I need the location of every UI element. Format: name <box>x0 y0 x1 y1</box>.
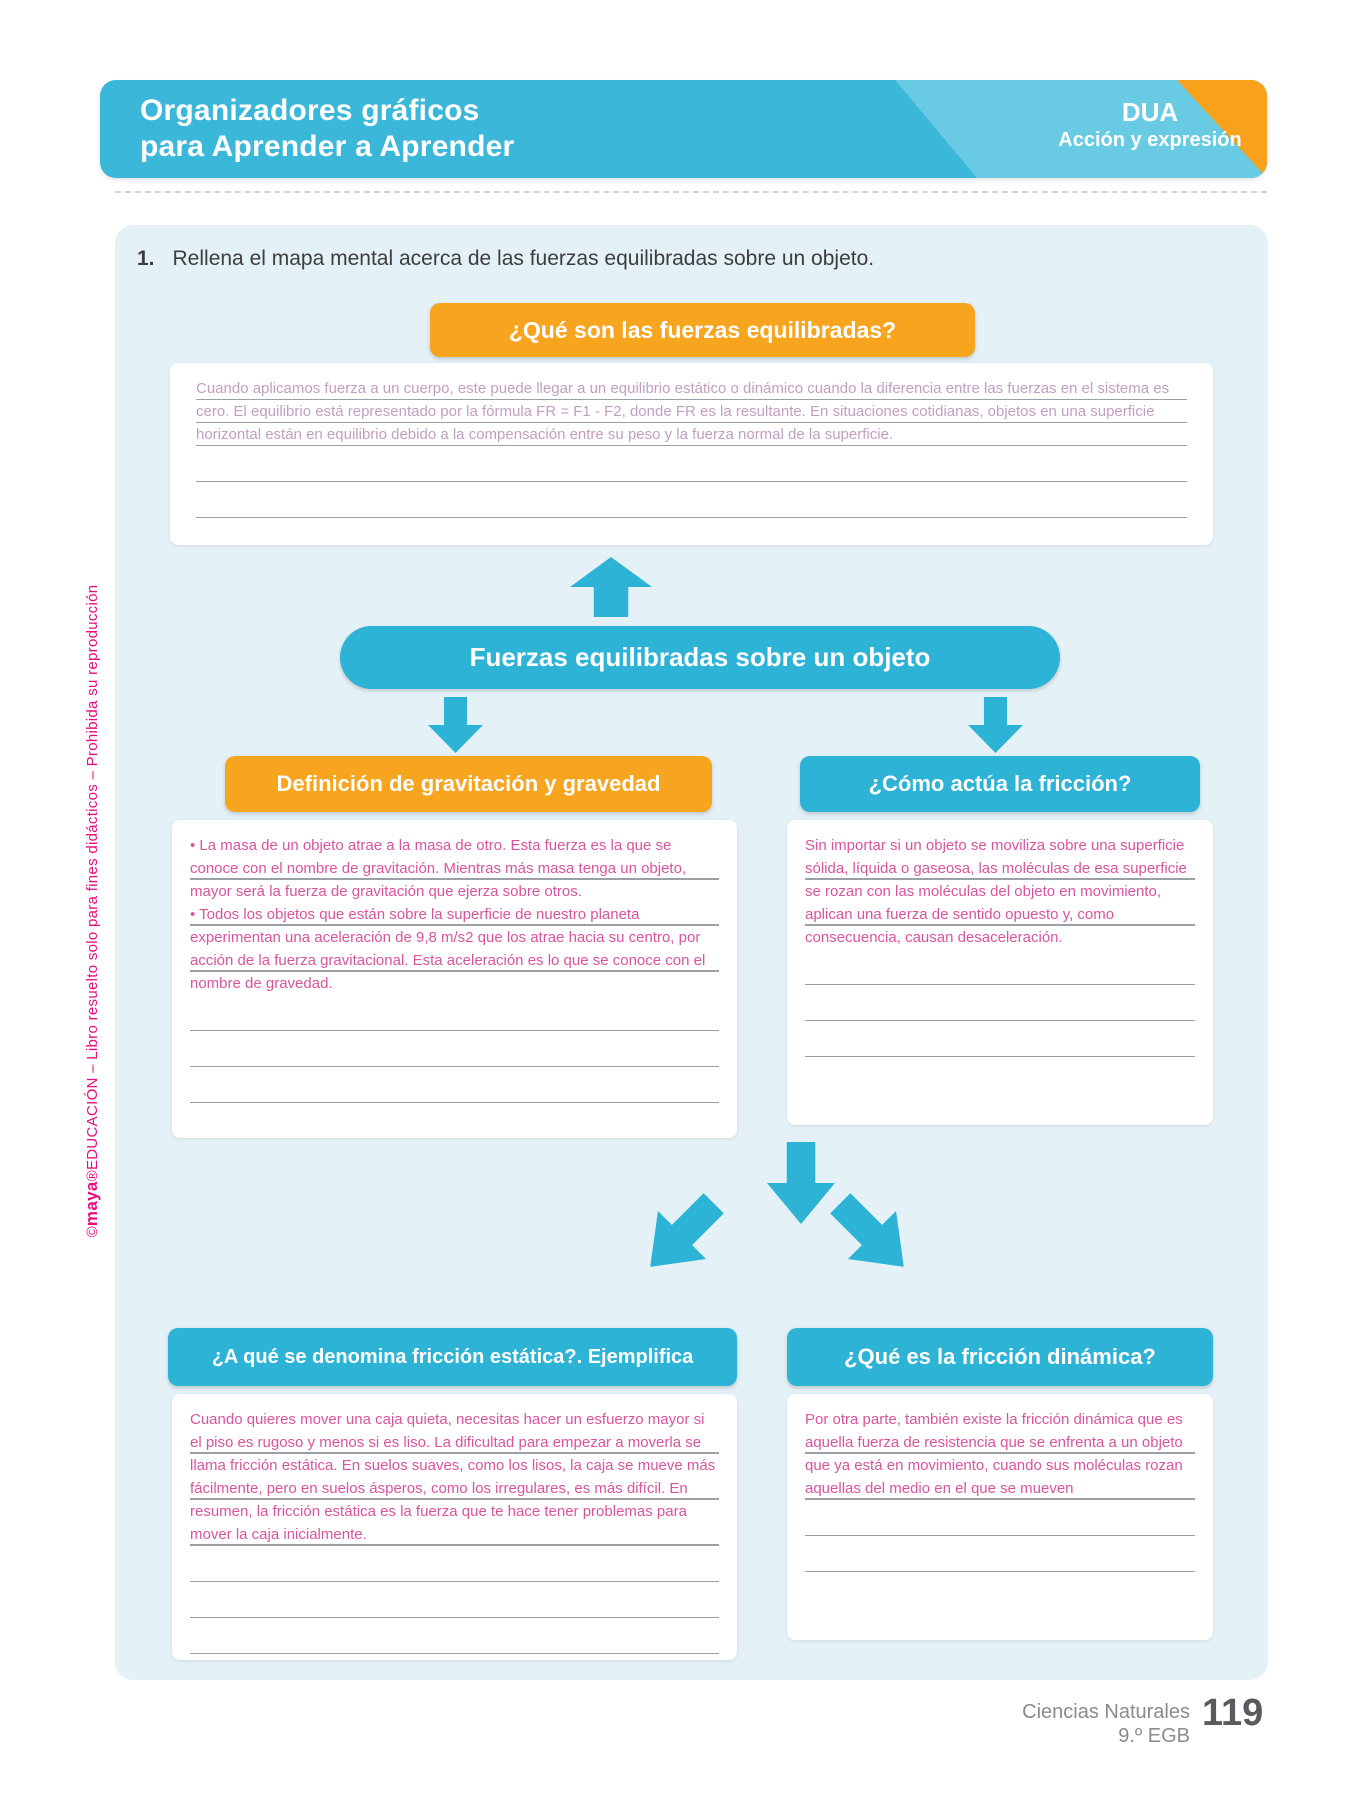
page-title: Organizadores gráficos para Aprender a A… <box>140 93 514 165</box>
question-box-balanced-forces: ¿Qué son las fuerzas equilibradas? <box>430 303 975 357</box>
answer-box-gravity: • La masa de un objeto atrae a la masa d… <box>172 820 737 1138</box>
answer-text-gravity: • La masa de un objeto atrae a la masa d… <box>190 834 719 995</box>
ruled-line <box>190 1103 719 1138</box>
page-number: 119 <box>1202 1692 1264 1734</box>
footer-subject: Ciencias Naturales <box>1022 1701 1190 1723</box>
answer-text-friction: Sin importar si un objeto se moviliza so… <box>805 834 1195 949</box>
page-title-line2: para Aprender a Aprender <box>140 130 515 163</box>
dua-badge-subtitle: Acción y expresión <box>1058 129 1242 151</box>
ruled-line <box>190 1067 719 1103</box>
answer-box-balanced-forces: Cuando aplicamos fuerza a un cuerpo, est… <box>170 363 1213 545</box>
ruled-line <box>190 1031 719 1067</box>
ruled-line <box>805 1500 1195 1536</box>
copyright-symbol: © <box>84 1226 101 1238</box>
question-box-dynamic-friction: ¿Qué es la fricción dinámica? <box>787 1328 1213 1386</box>
question-box-gravity: Definición de gravitación y gravedad <box>225 756 712 812</box>
central-topic-pill: Fuerzas equilibradas sobre un objeto <box>340 626 1060 689</box>
instruction-text: Rellena el mapa mental acerca de las fue… <box>172 247 875 270</box>
footer-grade: 9.º EGB <box>1118 1725 1190 1747</box>
page-title-line1: Organizadores gráficos <box>140 94 480 127</box>
answer-text-balanced-forces: Cuando aplicamos fuerza a un cuerpo, est… <box>196 377 1187 446</box>
ruled-line <box>190 1546 719 1582</box>
instruction-number: 1. <box>137 247 155 270</box>
answer-text-dynamic-friction: Por otra parte, también existe la fricci… <box>805 1408 1195 1500</box>
dashed-separator <box>115 191 1267 193</box>
ruled-line <box>805 1021 1195 1057</box>
ruled-line <box>805 985 1195 1021</box>
question-box-static-friction: ¿A qué se denomina fricción estática?. E… <box>168 1328 737 1386</box>
answer-box-static-friction: Cuando quieres mover una caja quieta, ne… <box>172 1394 737 1660</box>
ruled-line <box>190 1618 719 1654</box>
copyright-watermark: ©maya®EDUCACIÓN – Libro resuelto solo pa… <box>82 481 104 1341</box>
footer-subject-block: Ciencias Naturales 9.º EGB <box>1000 1700 1190 1748</box>
header-bar: Organizadores gráficos para Aprender a A… <box>100 80 1267 178</box>
copyright-text: ®EDUCACIÓN – Libro resuelto solo para fi… <box>84 584 101 1182</box>
ruled-line <box>805 1536 1195 1572</box>
dua-badge: DUA Acción y expresión <box>1020 96 1267 152</box>
ruled-line <box>190 995 719 1031</box>
instruction: 1. Rellena el mapa mental acerca de las … <box>137 247 874 271</box>
ruled-line <box>196 446 1187 482</box>
question-box-friction: ¿Cómo actúa la fricción? <box>800 756 1200 812</box>
ruled-line <box>805 949 1195 985</box>
brand-logo: maya <box>82 1181 101 1227</box>
answer-text-static-friction: Cuando quieres mover una caja quieta, ne… <box>190 1408 719 1546</box>
ruled-line <box>190 1582 719 1618</box>
ruled-line <box>196 482 1187 518</box>
answer-box-friction: Sin importar si un objeto se moviliza so… <box>787 820 1213 1125</box>
dua-badge-title: DUA <box>1121 97 1179 127</box>
answer-box-dynamic-friction: Por otra parte, también existe la fricci… <box>787 1394 1213 1640</box>
